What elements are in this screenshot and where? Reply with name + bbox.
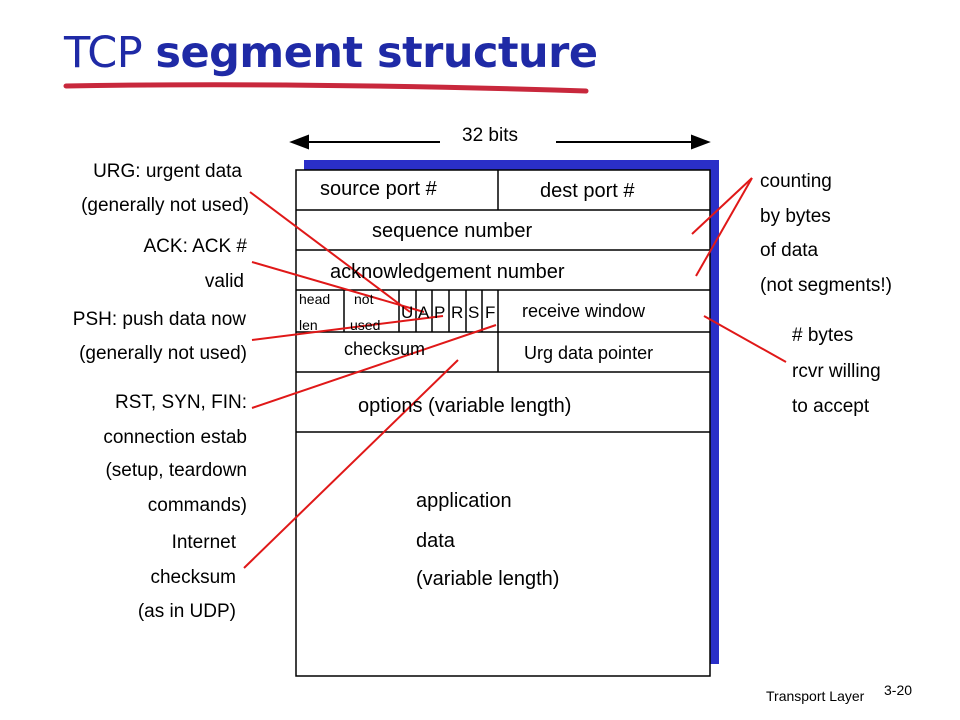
width-label: 32 bits: [462, 125, 518, 146]
annot-psh-2: (generally not used): [79, 343, 247, 364]
annot-counting-3: of data: [760, 240, 819, 261]
row-dividers: [296, 170, 710, 433]
field-dest-port: dest port #: [540, 180, 635, 202]
pointer-window: [703, 315, 787, 363]
pointer-checksum: [243, 359, 459, 569]
annot-urg-2: (generally not used): [81, 195, 249, 216]
field-source-port: source port #: [320, 178, 437, 200]
pointer-rst: [251, 324, 497, 409]
footer-section: Transport Layer: [766, 688, 865, 704]
flag-p: P: [434, 303, 446, 322]
field-head-len-2: len: [299, 317, 318, 333]
pointer-lines: [243, 177, 787, 569]
annot-ack-2: valid: [204, 271, 244, 292]
width-arrow: [289, 134, 711, 150]
field-receive-window: receive window: [522, 301, 646, 321]
field-not-used-2: used: [350, 317, 381, 333]
field-ack-number: acknowledgement number: [330, 261, 565, 283]
annot-checksum-3: (as in UDP): [137, 601, 236, 622]
field-head-len-1: head: [299, 291, 331, 307]
annot-checksum-2: checksum: [150, 567, 236, 588]
flag-s: S: [468, 303, 480, 322]
flag-a: A: [418, 303, 430, 322]
field-checksum: checksum: [344, 339, 426, 359]
app-data-line-2: data: [416, 530, 455, 552]
flag-u: U: [401, 303, 414, 322]
annot-ack-1: ACK: ACK #: [143, 236, 248, 257]
app-data-line-3: (variable length): [416, 568, 560, 590]
pointer-counting-ack: [695, 177, 753, 277]
annot-bytes-1: # bytes: [792, 325, 854, 346]
field-not-used-1: not: [354, 291, 374, 307]
annot-rst-4: commands): [147, 495, 247, 516]
pointer-psh: [251, 315, 444, 341]
pointer-ack: [251, 261, 425, 313]
flag-r: R: [451, 303, 464, 322]
annot-counting-2: by bytes: [760, 206, 831, 227]
field-sequence-number: sequence number: [372, 220, 533, 242]
annot-checksum-1: Internet: [171, 532, 236, 553]
title-rest: segment structure: [155, 28, 598, 78]
title-word-tcp: TCP: [64, 28, 143, 78]
annot-bytes-2: rcvr willing: [792, 361, 881, 382]
annot-counting-1: counting: [760, 171, 832, 192]
annot-rst-3: (setup, teardown: [105, 460, 247, 481]
segment-box: [295, 169, 711, 677]
annot-bytes-3: to accept: [792, 396, 870, 417]
footer-page-number: 3-20: [884, 682, 913, 698]
annot-rst-2: connection estab: [103, 427, 247, 448]
app-data-line-1: application: [416, 490, 512, 512]
annot-urg-1: URG: urgent data: [93, 161, 242, 182]
title-block: TCP segment structure: [64, 32, 598, 75]
pointer-counting-seq: [691, 177, 753, 235]
pointer-urg: [249, 191, 411, 313]
flag-f: F: [485, 303, 496, 322]
annot-counting-4: (not segments!): [760, 275, 892, 296]
annot-psh-1: PSH: push data now: [72, 309, 246, 330]
annot-rst-1: RST, SYN, FIN:: [115, 392, 247, 413]
title-underline: [63, 82, 589, 94]
page-title: TCP segment structure: [64, 32, 598, 75]
field-options: options (variable length): [358, 395, 572, 417]
field-urg-pointer: Urg data pointer: [524, 343, 654, 363]
